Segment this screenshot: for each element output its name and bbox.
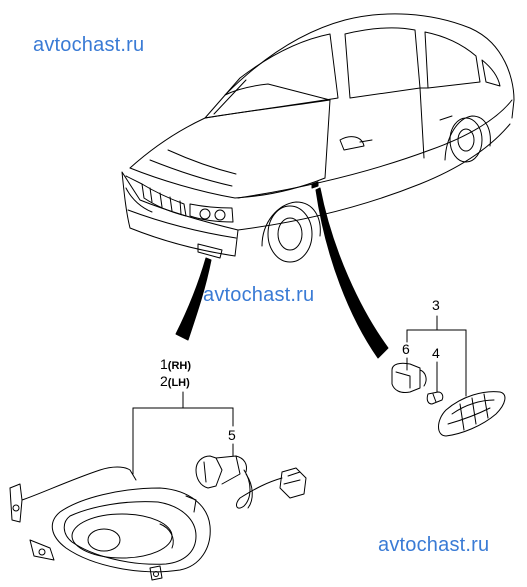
watermark-bottom: avtochast.ru bbox=[378, 534, 490, 556]
callout-bulb-socket: 6 bbox=[402, 342, 410, 357]
callout-number: 5 bbox=[228, 427, 236, 443]
callout-side: (LH) bbox=[167, 377, 190, 389]
callout-number: 6 bbox=[402, 341, 410, 357]
watermark-middle: avtochast.ru bbox=[203, 284, 315, 306]
callout-number: 3 bbox=[432, 297, 440, 313]
callout-fog-lamp-rh: 1(RH) bbox=[160, 357, 191, 373]
callout-number: 2 bbox=[160, 373, 168, 389]
callout-repeater-bulb: 4 bbox=[432, 346, 440, 361]
callout-number: 4 bbox=[432, 345, 440, 361]
callout-side-repeater: 3 bbox=[432, 298, 440, 313]
callout-fog-lamp-bulb: 5 bbox=[228, 428, 236, 443]
callout-fog-lamp-lh: 2(LH) bbox=[160, 374, 190, 390]
repeater-leader bbox=[315, 187, 389, 359]
callout-side: (RH) bbox=[167, 360, 192, 372]
fog-lamp-leader bbox=[175, 257, 212, 341]
callout-number: 1 bbox=[160, 356, 168, 372]
side-repeater-group bbox=[391, 315, 506, 437]
watermark-top: avtochast.ru bbox=[33, 34, 145, 56]
car-illustration bbox=[121, 13, 515, 263]
fog-lamp-group bbox=[9, 391, 307, 581]
